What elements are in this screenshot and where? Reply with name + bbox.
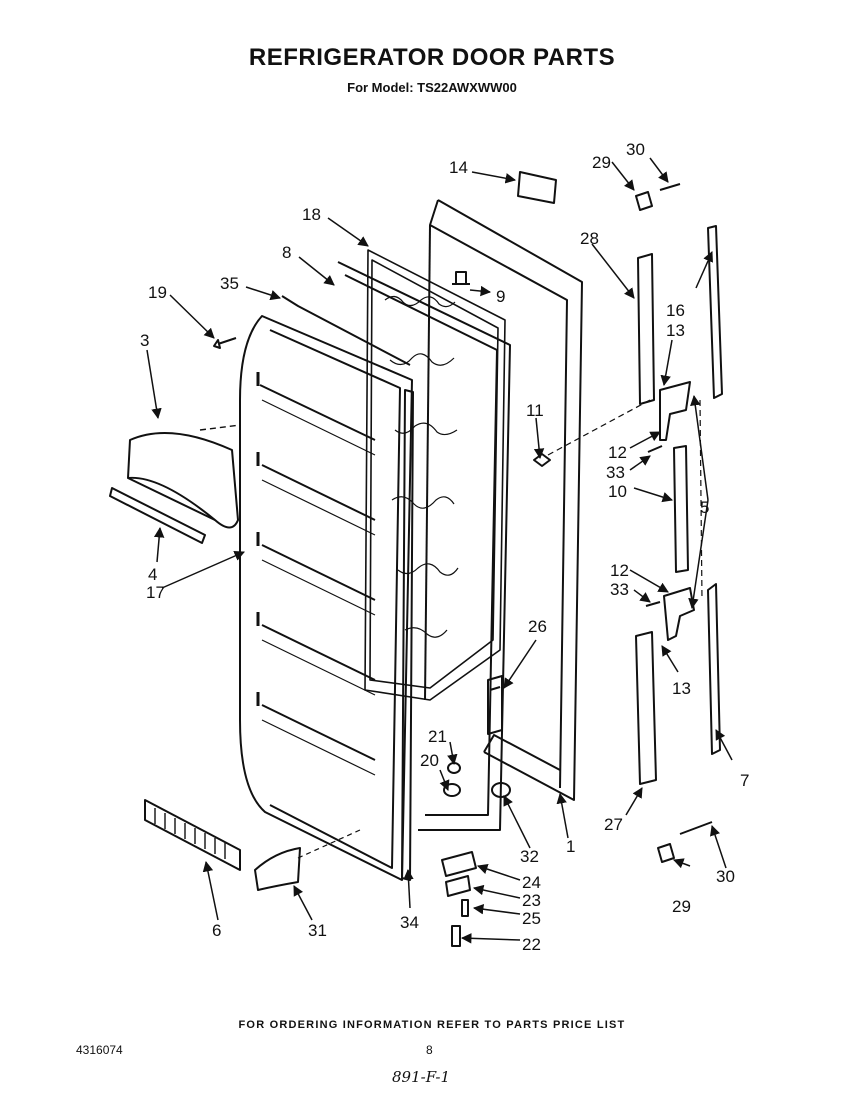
callout-19: 19 xyxy=(148,283,167,302)
callout-29-top: 29 xyxy=(592,153,611,172)
callout-23: 23 xyxy=(522,891,541,910)
callout-11: 11 xyxy=(526,401,544,420)
callout-13-bottom: 13 xyxy=(672,679,691,698)
callout-4: 4 xyxy=(148,565,157,584)
bracket xyxy=(487,675,503,735)
plug xyxy=(452,271,470,285)
callout-33-bottom: 33 xyxy=(610,580,629,599)
callout-10: 10 xyxy=(608,482,627,501)
callout-20: 20 xyxy=(420,751,439,770)
callout-34: 34 xyxy=(400,913,419,932)
lower-handle xyxy=(635,631,657,785)
kick-grille xyxy=(144,799,241,871)
callout-14: 14 xyxy=(449,158,468,177)
hinge-cover xyxy=(254,847,301,891)
callout-32: 32 xyxy=(520,847,539,866)
document-number: 4316074 xyxy=(76,1043,123,1057)
nameplate xyxy=(517,171,557,204)
door-gasket xyxy=(337,261,511,831)
foam-insulation xyxy=(364,249,506,701)
door-stop xyxy=(491,782,511,798)
callout-7: 7 xyxy=(740,771,749,790)
callout-27: 27 xyxy=(604,815,623,834)
callout-13-top: 13 xyxy=(666,321,685,340)
handle-trim xyxy=(707,225,723,399)
outer-door-panel xyxy=(424,199,583,801)
lower-hinge xyxy=(441,851,477,947)
handle-insert xyxy=(673,445,689,573)
handle-bracket xyxy=(659,381,691,441)
model-subtitle: For Model: TS22AWXWW00 xyxy=(347,80,517,95)
bin-trim-strip xyxy=(109,487,206,544)
upper-handle xyxy=(637,253,655,405)
callout-31: 31 xyxy=(308,921,327,940)
page-number: 8 xyxy=(426,1043,433,1057)
callout-22: 22 xyxy=(522,935,541,954)
handle-bracket-lower xyxy=(663,587,695,641)
bushing xyxy=(443,762,461,797)
callout-5: 5 xyxy=(700,498,709,517)
inner-door-liner xyxy=(239,315,413,881)
handwritten-annotation: 891-F-1 xyxy=(392,1068,451,1086)
callout-6: 6 xyxy=(212,921,221,940)
callout-35: 35 xyxy=(220,274,239,293)
callout-21: 21 xyxy=(428,727,447,746)
diagram-title: REFRIGERATOR DOOR PARTS xyxy=(248,44,616,71)
lower-handle-trim xyxy=(707,583,721,755)
callout-30-bottom: 30 xyxy=(716,867,735,886)
handle-end-cap xyxy=(635,183,681,211)
callout-12-bottom: 12 xyxy=(610,561,629,580)
callout-33-top: 33 xyxy=(606,463,625,482)
seal-strip xyxy=(281,295,411,366)
callout-18: 18 xyxy=(302,205,321,224)
door-bin xyxy=(109,424,241,544)
callout-29-bottom: 29 xyxy=(672,897,691,916)
callout-28: 28 xyxy=(580,229,599,248)
callout-16: 16 xyxy=(666,301,685,320)
clip xyxy=(533,453,551,467)
screw xyxy=(213,337,237,349)
screw xyxy=(647,445,663,453)
callout-30-top: 30 xyxy=(626,140,645,159)
callout-26: 26 xyxy=(528,617,547,636)
breaker-strip xyxy=(401,389,414,881)
callout-8: 8 xyxy=(282,243,291,262)
ordering-note: FOR ORDERING INFORMATION REFER TO PARTS … xyxy=(238,1019,626,1031)
callout-25: 25 xyxy=(522,909,541,928)
callout-9: 9 xyxy=(496,287,505,306)
handle-end-cap-lower xyxy=(657,821,713,863)
callout-1: 1 xyxy=(566,837,575,856)
screw xyxy=(645,601,661,607)
callout-3: 3 xyxy=(140,331,149,350)
callout-17: 17 xyxy=(146,583,165,602)
callout-24: 24 xyxy=(522,873,541,892)
callout-12-top: 12 xyxy=(608,443,627,462)
